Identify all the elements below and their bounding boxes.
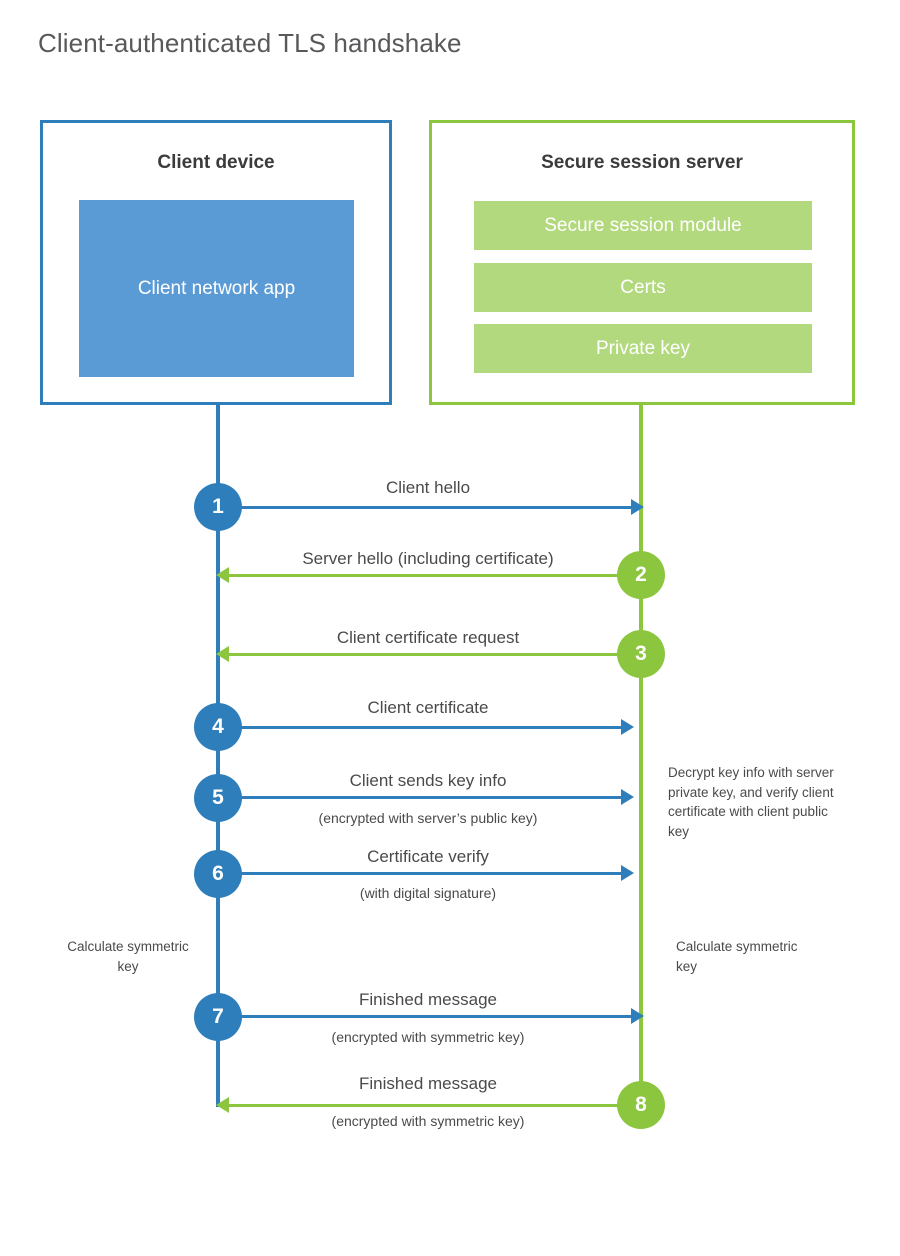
message-2-label: Server hello (including certificate) [302, 549, 554, 568]
message-7-sublabel: (encrypted with symmetric key) [331, 1029, 525, 1045]
message-3-line [228, 653, 641, 656]
message-5-label: Client sends key info [349, 771, 507, 790]
message-8-label: Finished message [359, 1074, 497, 1093]
client-device-box: Client device Client network app [40, 120, 392, 405]
message-8-sublabel: (encrypted with symmetric key) [331, 1113, 525, 1129]
message-5-arrowhead-right-icon [621, 789, 634, 805]
message-6-sublabel: (with digital signature) [359, 885, 497, 901]
message-5-sublabel: (encrypted with server’s public key) [318, 810, 538, 826]
step-badge-8[interactable]: 8 [617, 1081, 665, 1129]
step-badge-3[interactable]: 3 [617, 630, 665, 678]
message-5-line [218, 796, 621, 799]
note-server-decrypt: Decrypt key info with server private key… [668, 765, 834, 839]
message-8-arrowhead-left-icon [216, 1097, 229, 1113]
step-badge-2[interactable]: 2 [617, 551, 665, 599]
step-badge-5[interactable]: 5 [194, 774, 242, 822]
message-7-line [218, 1015, 631, 1018]
message-3-label: Client certificate request [336, 628, 520, 647]
message-2-arrowhead-left-icon [216, 567, 229, 583]
message-4-label: Client certificate [367, 698, 489, 717]
step-badge-7[interactable]: 7 [194, 993, 242, 1041]
message-1-arrowhead-right-icon [631, 499, 644, 515]
note-server-calculate-symmetric-key: Calculate symmetric key [676, 939, 798, 974]
message-3-arrowhead-left-icon [216, 646, 229, 662]
secure-session-server-title: Secure session server [541, 152, 743, 173]
client-device-title: Client device [157, 152, 275, 173]
step-badge-4[interactable]: 4 [194, 703, 242, 751]
message-1-label: Client hello [385, 478, 471, 497]
client-lifeline [216, 405, 220, 1107]
step-badge-6[interactable]: 6 [194, 850, 242, 898]
page-title: Client-authenticated TLS handshake [38, 28, 462, 58]
secure-session-server-box: Secure session server Secure session mod… [429, 120, 855, 405]
note-client-calculate-symmetric-key: Calculate symmetric key [67, 939, 189, 974]
message-7-arrowhead-right-icon [631, 1008, 644, 1024]
step-badge-1[interactable]: 1 [194, 483, 242, 531]
message-6-line [218, 872, 621, 875]
message-2-line [228, 574, 641, 577]
server-block-certs: Certs [474, 263, 812, 312]
message-6-arrowhead-right-icon [621, 865, 634, 881]
server-block-private-key: Private key [474, 324, 812, 373]
server-lifeline [639, 405, 643, 1107]
client-network-app-block: Client network app [79, 200, 354, 377]
server-block-secure-session-module: Secure session module [474, 201, 812, 250]
message-1-line [218, 506, 631, 509]
message-4-arrowhead-right-icon [621, 719, 634, 735]
message-4-line [218, 726, 621, 729]
message-8-line [228, 1104, 641, 1107]
message-7-label: Finished message [359, 990, 497, 1009]
message-6-label: Certificate verify [367, 847, 489, 866]
